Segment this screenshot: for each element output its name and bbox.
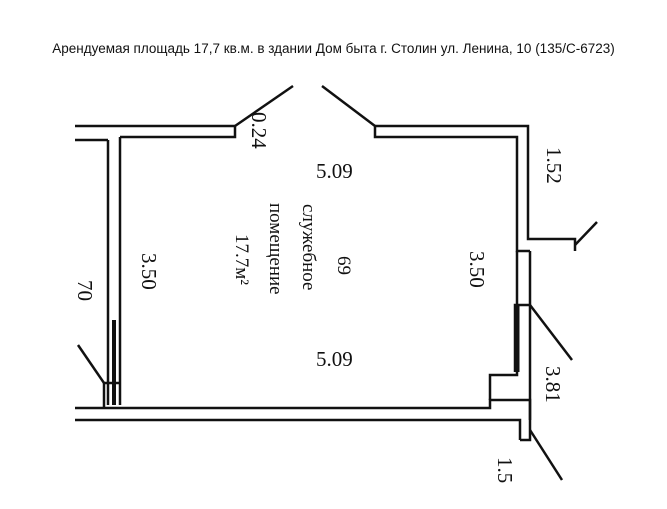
- wall-top-right: [373, 126, 530, 253]
- dim-left: 3.50: [137, 253, 161, 290]
- dim-right: 3.50: [465, 251, 489, 288]
- dim-outer-right-upper: 1.52: [542, 147, 566, 184]
- room-name-line1: служебное: [298, 204, 319, 290]
- room-name-line2: помещение: [265, 203, 286, 295]
- wall-right: [488, 251, 519, 400]
- wall-top-right-outer: [375, 124, 577, 251]
- outer-diagonal-right-lower: [529, 304, 573, 361]
- walls: [75, 124, 577, 442]
- dim-top: 5.09: [316, 159, 353, 183]
- dim-outer-left: 70: [73, 280, 97, 301]
- dim-wall-top-left: 0.24: [247, 112, 271, 149]
- doors-diagonals: [76, 84, 598, 481]
- dim-bottom: 5.09: [316, 347, 353, 371]
- outer-diagonal-left: [76, 344, 106, 384]
- room-number: 69: [333, 256, 354, 275]
- wall-bottom-outer: [75, 418, 522, 440]
- wall-top-left: [75, 124, 237, 139]
- door-left-leaf: [234, 84, 294, 128]
- dim-outer-right-lower: 3.81: [541, 366, 565, 403]
- door-right-leaf: [321, 85, 376, 127]
- plan-caption: Арендуемая площадь 17,7 кв.м. в здании Д…: [52, 41, 615, 56]
- dim-outer-bottom-right: 1.5: [493, 457, 517, 483]
- outer-diagonal-bottom-right: [528, 429, 564, 481]
- room-area: 17.7м²: [231, 234, 252, 285]
- outer-diagonal-right-upper: [574, 221, 598, 246]
- wall-bottom-inner: [120, 398, 532, 442]
